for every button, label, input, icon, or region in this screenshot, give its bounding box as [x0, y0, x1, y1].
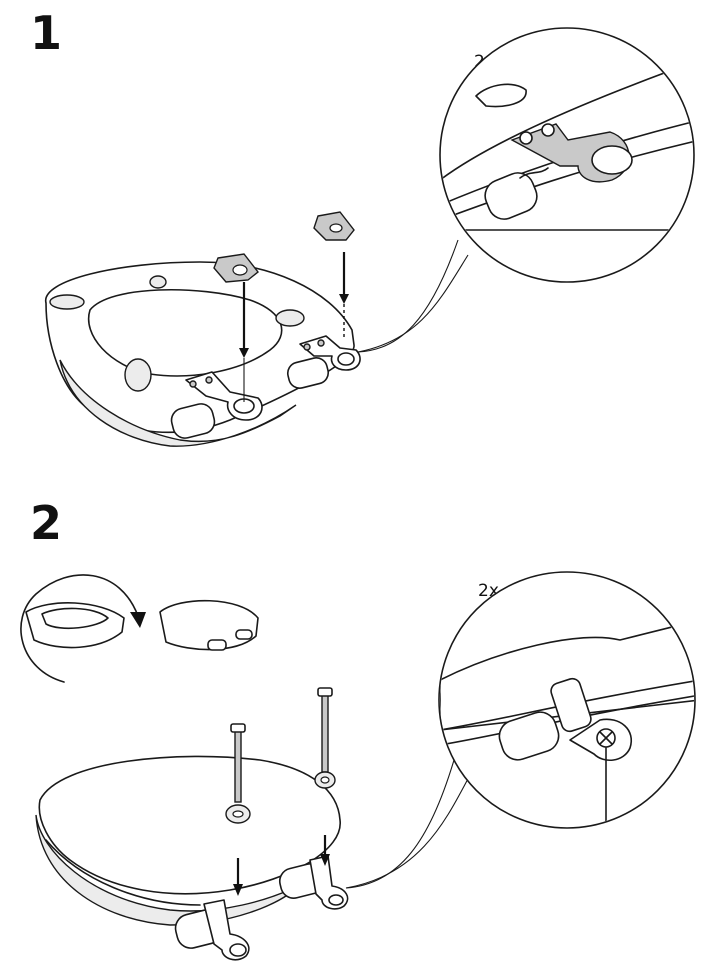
step-1-seat-illustration [45, 261, 361, 447]
step-2-number: 2 [30, 496, 63, 550]
step-1-fixing-plates [213, 211, 355, 402]
step-1-detail-zoom [439, 27, 695, 283]
step-2-detail-zoom [438, 571, 696, 829]
step-1-number: 1 [30, 6, 63, 60]
step-2-flip-icon [20, 574, 259, 683]
step-2-screws [225, 687, 336, 896]
step-2-seat-illustration [35, 755, 349, 961]
bumper-icon [49, 294, 85, 310]
